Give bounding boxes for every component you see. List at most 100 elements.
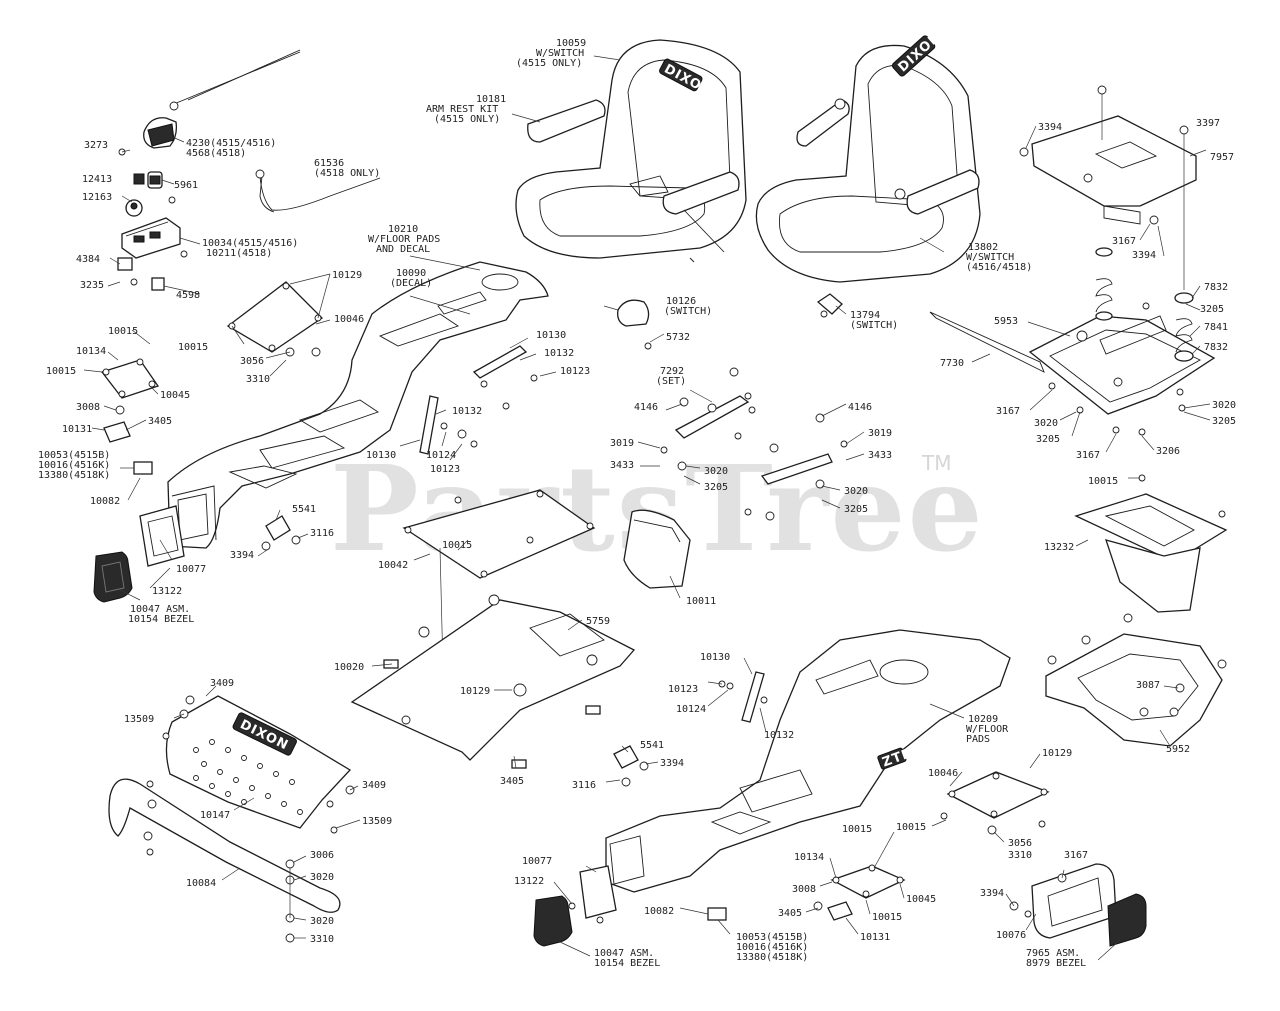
label-10015-h: 10015 bbox=[872, 912, 902, 923]
label-10210-a: W/FLOOR PADS bbox=[368, 234, 440, 245]
label-3019-a: 3019 bbox=[610, 438, 634, 449]
label-3167-d: 3167 bbox=[1064, 850, 1088, 861]
label-3394-a: 3394 bbox=[1038, 122, 1062, 133]
fender-10147: DIXON bbox=[162, 695, 355, 834]
label-10059-b: (4515 ONLY) bbox=[516, 58, 582, 69]
seat-10059: DIXON bbox=[515, 39, 747, 263]
label-3020-d: 3020 bbox=[1212, 400, 1236, 411]
label-10131-b: 10131 bbox=[860, 932, 890, 943]
label-4146-b: 4146 bbox=[848, 402, 872, 413]
label-3205-d: 3205 bbox=[1036, 434, 1060, 445]
label-3020-c: 3020 bbox=[1034, 418, 1058, 429]
label-10090-a: (DECAL) bbox=[390, 278, 432, 289]
label-10129-b: 10129 bbox=[460, 686, 490, 697]
label-10015-f: 10015 bbox=[896, 822, 926, 833]
label-13122-b: 13122 bbox=[514, 876, 544, 887]
label-3020-f: 3020 bbox=[310, 916, 334, 927]
label-3116-b: 3116 bbox=[572, 780, 596, 791]
label-3019-b: 3019 bbox=[868, 428, 892, 439]
watermark-trademark: TM bbox=[921, 451, 951, 475]
label-10090: 10090 bbox=[396, 268, 426, 279]
label-10015-b: 10015 bbox=[108, 326, 138, 337]
switch-13794 bbox=[816, 293, 843, 318]
label-10042: 10042 bbox=[378, 560, 408, 571]
label-10210: 10210 bbox=[388, 224, 418, 235]
pad-plate-10046-a bbox=[226, 281, 324, 357]
label-10124-b: 10124 bbox=[676, 704, 706, 715]
label-3235: 3235 bbox=[80, 280, 104, 291]
label-3206: 3206 bbox=[1156, 446, 1180, 457]
label-10124-a: 10124 bbox=[426, 450, 456, 461]
seat-mount-7957 bbox=[1019, 85, 1197, 290]
label-3167-a: 3167 bbox=[1112, 236, 1136, 247]
label-10181-b: (4515 ONLY) bbox=[434, 114, 500, 125]
label-3116-a: 3116 bbox=[310, 528, 334, 539]
label-10210-b: AND DECAL bbox=[376, 244, 430, 255]
label-10181-a: ARM REST KIT bbox=[426, 104, 498, 115]
label-7730: 7730 bbox=[940, 358, 964, 369]
label-3310-c: 3310 bbox=[1008, 850, 1032, 861]
label-10045-a: 10045 bbox=[160, 390, 190, 401]
headlight-7965 bbox=[1009, 863, 1147, 947]
label-3433-b: 3433 bbox=[868, 450, 892, 461]
headlight-10047-a bbox=[93, 505, 185, 603]
label-10082-a: 10082 bbox=[90, 496, 120, 507]
label-3008-b: 3008 bbox=[792, 884, 816, 895]
label-10047-a: 10047 ASM. bbox=[130, 604, 190, 615]
label-10129-a: 10129 bbox=[332, 270, 362, 281]
label-10053-a: 10053(4515B) bbox=[38, 450, 110, 461]
label-3056-a: 3056 bbox=[240, 356, 264, 367]
label-7832-a: 7832 bbox=[1204, 282, 1228, 293]
bracket-10132 bbox=[472, 345, 538, 410]
label-3056-b: 3056 bbox=[1008, 838, 1032, 849]
pivot-set-7292 bbox=[660, 367, 756, 471]
label-10123-b: 10123 bbox=[430, 464, 460, 475]
label-13122-a: 13122 bbox=[152, 586, 182, 597]
label-10011: 10011 bbox=[686, 596, 716, 607]
label-10046-a: 10046 bbox=[334, 314, 364, 325]
bracket-5541-a bbox=[261, 515, 301, 551]
label-3020-e: 3020 bbox=[310, 872, 334, 883]
label-10059: 10059 bbox=[556, 38, 586, 49]
label-10209: 10209 bbox=[968, 714, 998, 725]
label-10126-a: (SWITCH) bbox=[664, 306, 712, 317]
label-3310-a: 3310 bbox=[246, 374, 270, 385]
label-10046-b: 10046 bbox=[928, 768, 958, 779]
label-10132-b: 10132 bbox=[452, 406, 482, 417]
label-5541-a: 5541 bbox=[292, 504, 316, 515]
label-13802: 13802 bbox=[968, 242, 998, 253]
seat-13802: DIXON bbox=[755, 29, 981, 283]
cable-61536 bbox=[255, 169, 381, 213]
label-3205-e: 3205 bbox=[1212, 416, 1236, 427]
label-3394-b: 3394 bbox=[1132, 250, 1156, 261]
bracket-10130-b bbox=[718, 671, 768, 723]
label-3405-c: 3405 bbox=[778, 908, 802, 919]
bracket-10130-a bbox=[419, 395, 478, 455]
label-3020-a: 3020 bbox=[704, 466, 728, 477]
label-13232: 13232 bbox=[1044, 542, 1074, 553]
label-10016-a: 10016(4516K) bbox=[38, 460, 110, 471]
label-3020-b: 3020 bbox=[844, 486, 868, 497]
label-3006: 3006 bbox=[310, 850, 334, 861]
label-13794: 13794 bbox=[850, 310, 880, 321]
label-3273: 3273 bbox=[84, 140, 108, 151]
pivot-bar-b bbox=[744, 413, 848, 521]
label-3205-a: 3205 bbox=[704, 482, 728, 493]
label-10131-a: 10131 bbox=[62, 424, 92, 435]
label-5759: 5759 bbox=[586, 616, 610, 627]
label-10130-b: 10130 bbox=[366, 450, 396, 461]
label-3394-c: 3394 bbox=[230, 550, 254, 561]
floor-plate-10042 bbox=[402, 489, 596, 711]
label-10084: 10084 bbox=[186, 878, 216, 889]
label-10053-b: 10053(4515B) bbox=[736, 932, 808, 943]
label-10147: 10147 bbox=[200, 810, 230, 821]
label-13802-a: W/SWITCH bbox=[966, 252, 1014, 263]
label-12163: 12163 bbox=[82, 192, 112, 203]
storage-bin-13232 bbox=[1074, 474, 1228, 613]
label-10132-c: 10132 bbox=[764, 730, 794, 741]
label-3409-b: 3409 bbox=[362, 780, 386, 791]
label-10209-a: W/FLOOR bbox=[966, 724, 1009, 735]
seat-slide-5953 bbox=[929, 311, 1216, 436]
label-13380-a: 13380(4518K) bbox=[38, 470, 110, 481]
label-3397: 3397 bbox=[1196, 118, 1220, 129]
